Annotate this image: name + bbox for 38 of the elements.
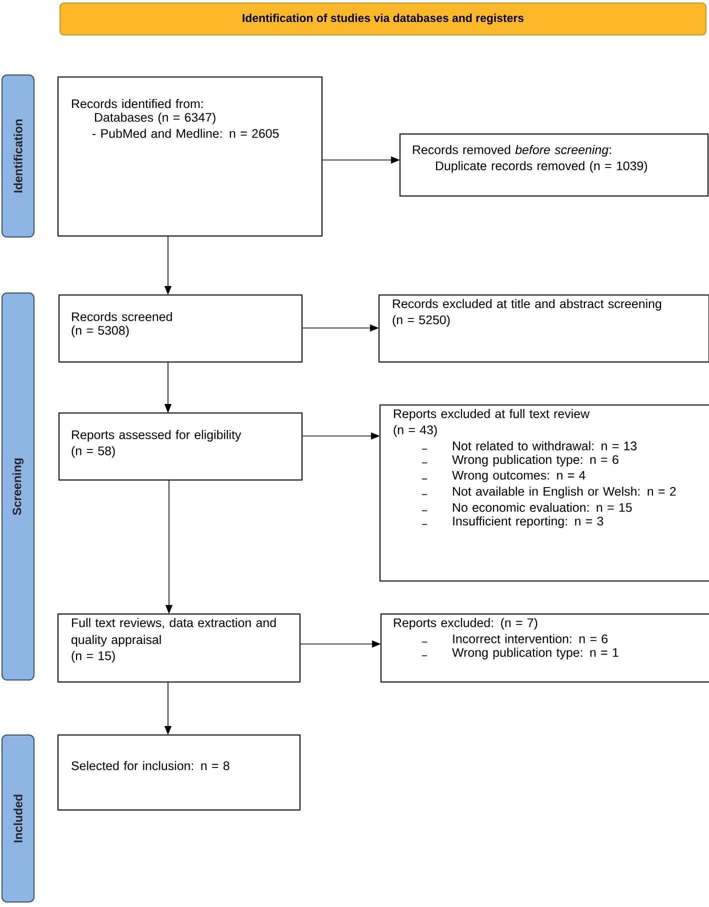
box-text: Reports assessed for eligibility bbox=[72, 430, 242, 442]
box-text: Wrong outcomes: n = 4 bbox=[452, 470, 586, 482]
box-text: Full text reviews, data extraction and quality appraisal bbox=[72, 618, 276, 647]
process-box bbox=[58, 734, 300, 810]
box-text: No economic evaluation: n = 15 bbox=[453, 502, 632, 512]
section-banner: Identification of studies via databases and registers bbox=[60, 2, 706, 36]
stage-band: Screening bbox=[2, 292, 34, 680]
box-text: (n = 15) bbox=[72, 651, 115, 663]
process-box bbox=[58, 294, 302, 362]
process-box bbox=[380, 404, 709, 582]
process-box bbox=[380, 614, 709, 682]
box-text: (n = 5308) bbox=[72, 326, 129, 338]
box-text: Records excluded at title and abstract screening bbox=[393, 299, 662, 311]
box-text: (n = 5250) bbox=[392, 315, 450, 327]
process-box bbox=[400, 134, 708, 196]
box-text: Databases (n = 6347) bbox=[95, 112, 216, 124]
process-box bbox=[58, 412, 302, 480]
box-text: (n = 58) bbox=[72, 446, 115, 458]
box-text: Not related to withdrawal: n = 13 bbox=[453, 441, 637, 450]
box-text: Duplicate records removed (n = 1039) bbox=[436, 161, 648, 173]
box-text: (n = 43) bbox=[394, 425, 437, 437]
stage-band: Included bbox=[2, 734, 34, 902]
box-text: Reports excluded: (n = 7) bbox=[394, 618, 538, 630]
box-text: Insufficient reporting: n = 3 bbox=[453, 516, 604, 528]
box-text: Records screened bbox=[72, 312, 172, 322]
box-text: Incorrect intervention: n = 6 bbox=[453, 634, 608, 644]
box-text: Wrong publication type: n = 1 bbox=[452, 648, 618, 660]
box-text: Records identified from: bbox=[72, 99, 203, 108]
process-box bbox=[58, 614, 300, 682]
box-text: Reports excluded at full text review bbox=[394, 409, 590, 421]
box-text: - PubMed and Medline: n = 2605 bbox=[92, 128, 279, 138]
box-text: Selected for inclusion: n = 8 bbox=[72, 761, 230, 770]
stage-band: Identification bbox=[2, 74, 34, 238]
box-text: Wrong publication type: n = 6 bbox=[452, 454, 618, 466]
process-box bbox=[58, 76, 322, 236]
box-text: Records removed before screening: bbox=[413, 145, 611, 157]
process-box bbox=[378, 294, 709, 362]
box-text: Not available in English or Welsh: n = 2 bbox=[453, 486, 676, 498]
